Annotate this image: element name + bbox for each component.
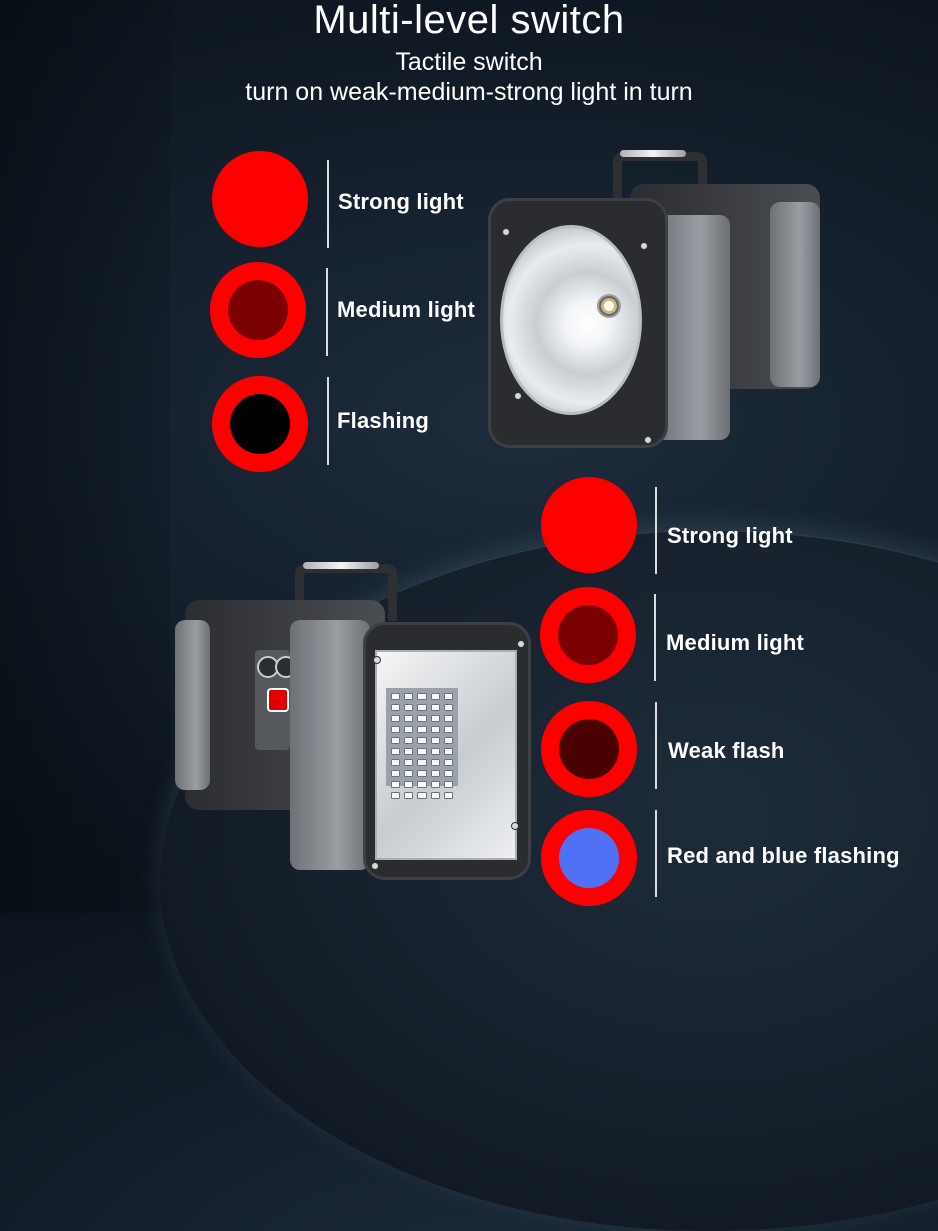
- led-chip: [597, 294, 621, 318]
- red-ring-dark-red-center-icon: [540, 587, 636, 683]
- background-shade: [0, 0, 170, 913]
- rear-grip: [770, 202, 820, 387]
- header: Multi-level switch Tactile switch turn o…: [0, 0, 938, 107]
- divider: [655, 487, 657, 574]
- screw: [502, 228, 510, 236]
- mode-label-strong-light: Strong light: [338, 189, 464, 214]
- subtitle: Tactile switch: [395, 48, 543, 76]
- screw: [644, 436, 652, 444]
- rear-grip: [175, 620, 210, 790]
- divider: [654, 594, 656, 681]
- led-array: [386, 688, 458, 799]
- spotlight-flashlight-image: [480, 150, 825, 450]
- red-indicator-button: [267, 688, 289, 712]
- screw: [517, 640, 525, 648]
- red-ring-black-center-icon: [212, 376, 308, 472]
- screw: [511, 822, 519, 830]
- divider: [655, 810, 657, 897]
- divider: [326, 268, 328, 356]
- reflector: [500, 225, 642, 415]
- screw: [371, 862, 379, 870]
- description: turn on weak-medium-strong light in turn: [245, 78, 693, 106]
- led-floodlight-image: [175, 560, 535, 885]
- handle-grip: [303, 562, 379, 569]
- page-title: Multi-level switch: [313, 0, 625, 42]
- handle-grip: [620, 150, 686, 157]
- divider: [327, 160, 329, 248]
- solid-red-circle-icon: [541, 477, 637, 573]
- side-grip: [290, 620, 370, 870]
- divider: [655, 702, 657, 789]
- solid-red-circle-icon: [212, 151, 308, 247]
- mode-label-medium-light: Medium light: [666, 630, 805, 655]
- screw: [640, 242, 648, 250]
- divider: [327, 377, 329, 465]
- mode-label-weak-flash: Weak flash: [668, 738, 785, 763]
- red-ring-blue-center-icon: [541, 810, 637, 906]
- mode-label-flashing: Flashing: [337, 408, 430, 433]
- screw: [514, 392, 522, 400]
- red-ring-dark-red-center-icon: [210, 262, 306, 358]
- red-ring-maroon-center-icon: [541, 701, 637, 797]
- mode-label-medium-light: Medium light: [337, 297, 476, 322]
- mode-label-strong-light: Strong light: [667, 523, 793, 548]
- screw: [373, 656, 381, 664]
- mode-label-red-and-blue-flashing: Red and blue flashing: [667, 843, 900, 868]
